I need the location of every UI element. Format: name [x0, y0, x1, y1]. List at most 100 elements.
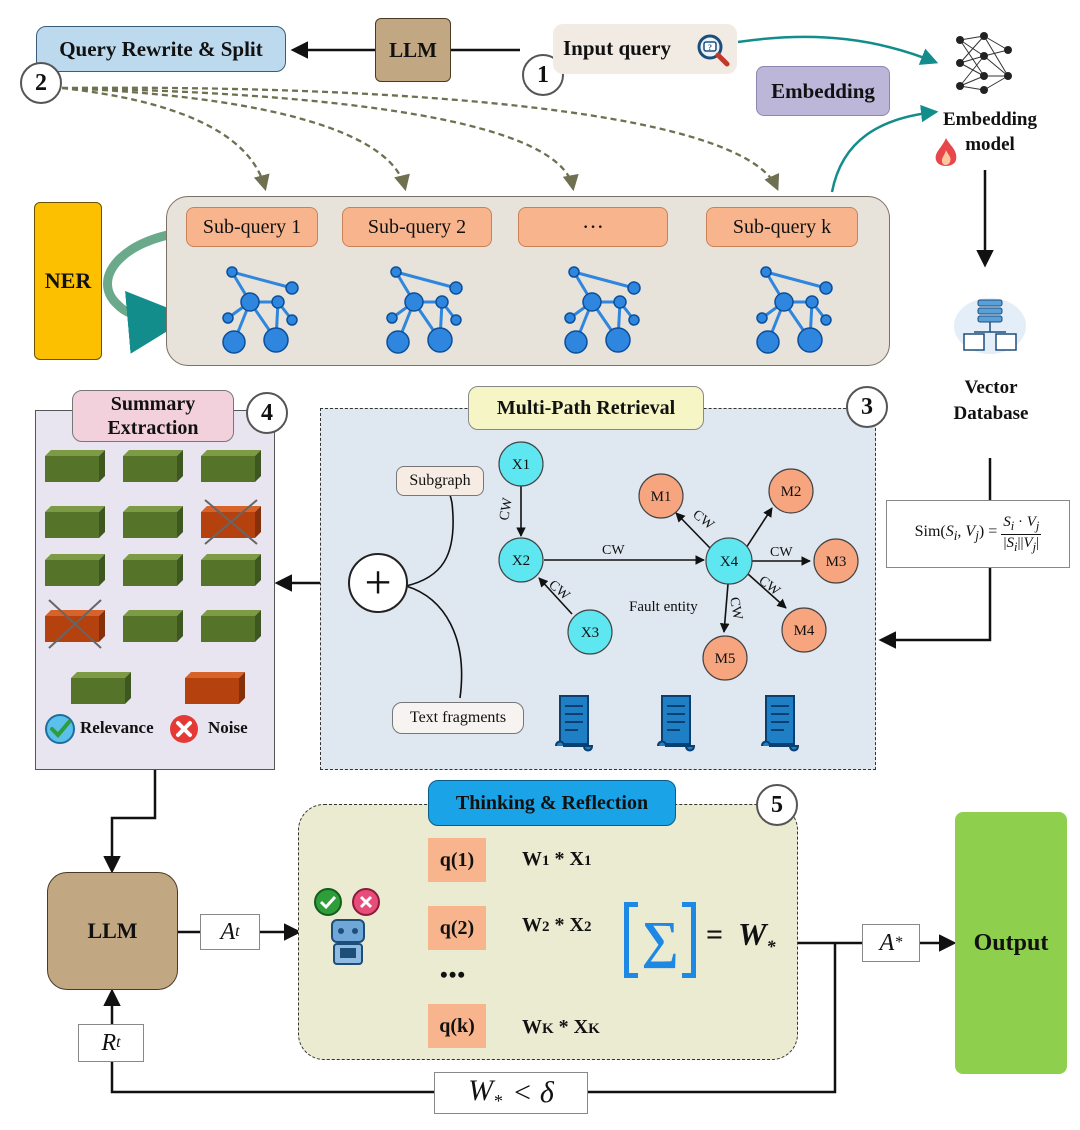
- edge-x4-m1: [675, 512, 711, 549]
- w-star: W*: [738, 916, 776, 957]
- edge-label: CW: [770, 545, 793, 560]
- query-rewrite-label: Query Rewrite & Split: [59, 36, 263, 61]
- relevant-block: [45, 506, 105, 538]
- subgraph-connector: [405, 485, 454, 587]
- embedding-model-line2: model: [965, 134, 1015, 155]
- subgraph-tag-label: Subgraph: [409, 472, 471, 489]
- subgraph-icon-2: [386, 266, 463, 354]
- check-icon: [45, 714, 75, 744]
- step-2-badge: 2: [20, 62, 62, 104]
- edge-label: CW: [690, 507, 718, 533]
- node-m1: [638, 473, 684, 519]
- svg-text:X4: X4: [720, 554, 739, 570]
- llm-bottom-box: LLM: [47, 872, 178, 990]
- retrieval-graph: CW CW CW CW CW CW CW Fault entity X1 X2 …: [405, 441, 859, 752]
- arrow-summary-to-llm: [103, 770, 157, 874]
- summary-title: Summary Extraction: [72, 390, 234, 442]
- svg-text:M1: M1: [651, 489, 672, 505]
- query-box-2-label: q(2): [439, 916, 475, 939]
- edge-label: CW: [497, 496, 516, 522]
- step-3-badge: 3: [846, 386, 888, 428]
- weight-term-k: WK * XK: [522, 1016, 600, 1038]
- edge-x3-x2: [538, 577, 573, 615]
- edge-label: CW: [726, 596, 745, 622]
- subquery-1-label: Sub-query 1: [202, 215, 302, 238]
- query-box-2: q(2): [428, 906, 486, 950]
- node-x4: [705, 537, 753, 585]
- database-icon: [954, 298, 1026, 354]
- relevant-block: [201, 554, 261, 586]
- step-4-badge: 4: [246, 392, 288, 434]
- summary-blocks: [45, 450, 261, 704]
- relevant-block: [123, 506, 183, 538]
- edge-x4-m5: [719, 583, 730, 633]
- svg-text:X1: X1: [512, 457, 530, 473]
- node-x1: [498, 441, 544, 487]
- split-arrow-1: [61, 86, 270, 192]
- subquery-ellipsis-label: ···: [582, 214, 604, 239]
- svg-text:X2: X2: [512, 553, 530, 569]
- reflection-title: Thinking & Reflection: [428, 780, 676, 826]
- svg-text:M3: M3: [826, 554, 847, 570]
- edge-label: CW: [545, 578, 573, 604]
- output-box: Output: [955, 812, 1067, 1074]
- noise-block: [45, 610, 105, 642]
- subquery-ellipsis: ···: [518, 207, 668, 247]
- document-icons: [555, 695, 800, 752]
- input-query-label: Input query: [563, 36, 671, 60]
- step-5-number: 5: [771, 791, 783, 818]
- embedding-tag-label: Embedding: [771, 78, 875, 103]
- legend-noise-block: [185, 672, 245, 704]
- ner-label: NER: [44, 268, 92, 293]
- robot-icon: [314, 888, 380, 965]
- subgraph-icon-3: [564, 266, 641, 354]
- subquery-1: Sub-query 1: [186, 207, 318, 247]
- node-m5: [702, 635, 748, 681]
- edge-x4-m2: [745, 507, 773, 549]
- vector-db-line1: Vector: [964, 377, 1018, 398]
- summary-title-line2: Extraction: [107, 417, 199, 439]
- node-x3: [567, 609, 613, 655]
- subgraph-icon-1: [222, 266, 299, 354]
- arrow-subquery-to-embedding: [830, 104, 939, 193]
- vector-database-label: Vector Database: [930, 374, 1052, 428]
- svg-text:X3: X3: [581, 625, 599, 641]
- step-4-number: 4: [261, 399, 273, 426]
- relevant-block: [45, 450, 105, 482]
- output-label: Output: [973, 929, 1049, 956]
- legend-relevance: Relevance: [80, 718, 154, 737]
- relevant-block: [45, 554, 105, 586]
- reflection-title-label: Thinking & Reflection: [455, 791, 649, 814]
- subquery-k-label: Sub-query k: [732, 215, 832, 238]
- step-1-number: 1: [537, 61, 549, 88]
- fault-entity-label: Fault entity: [629, 599, 698, 615]
- legend-relevant-block: [71, 672, 131, 704]
- node-m2: [768, 468, 814, 514]
- sum-symbol-glyph: ∑: [641, 911, 679, 969]
- ner-box: NER: [34, 202, 102, 360]
- input-query-box: Input query ?: [553, 24, 737, 74]
- subquery-2: Sub-query 2: [342, 207, 492, 247]
- llm-top-box: LLM: [375, 18, 451, 82]
- relevant-block: [201, 450, 261, 482]
- llm-top-label: LLM: [389, 37, 437, 62]
- a-star-label: A*: [862, 924, 920, 962]
- split-arrow-2: [61, 86, 410, 192]
- sum-bracket-right: [682, 902, 696, 978]
- edge-x4-m4: [747, 573, 787, 609]
- edge-label: CW: [602, 543, 625, 558]
- svg-text:?: ?: [708, 43, 712, 52]
- query-ellipsis: •••: [440, 962, 467, 987]
- equals-sign: =: [706, 918, 724, 951]
- relevant-block: [123, 610, 183, 642]
- embedding-model-label: Embedding model: [930, 106, 1050, 158]
- legend-noise: Noise: [208, 718, 248, 737]
- subgraph-tag: Subgraph: [396, 466, 484, 496]
- arrow-input-to-embedding: [737, 35, 939, 65]
- step-3-number: 3: [861, 393, 873, 420]
- query-box-k: q(k): [428, 1004, 486, 1048]
- arrow-db-to-retrieval: [878, 568, 992, 649]
- weight-term-1: W1 * X1: [522, 848, 592, 870]
- relevant-block: [123, 554, 183, 586]
